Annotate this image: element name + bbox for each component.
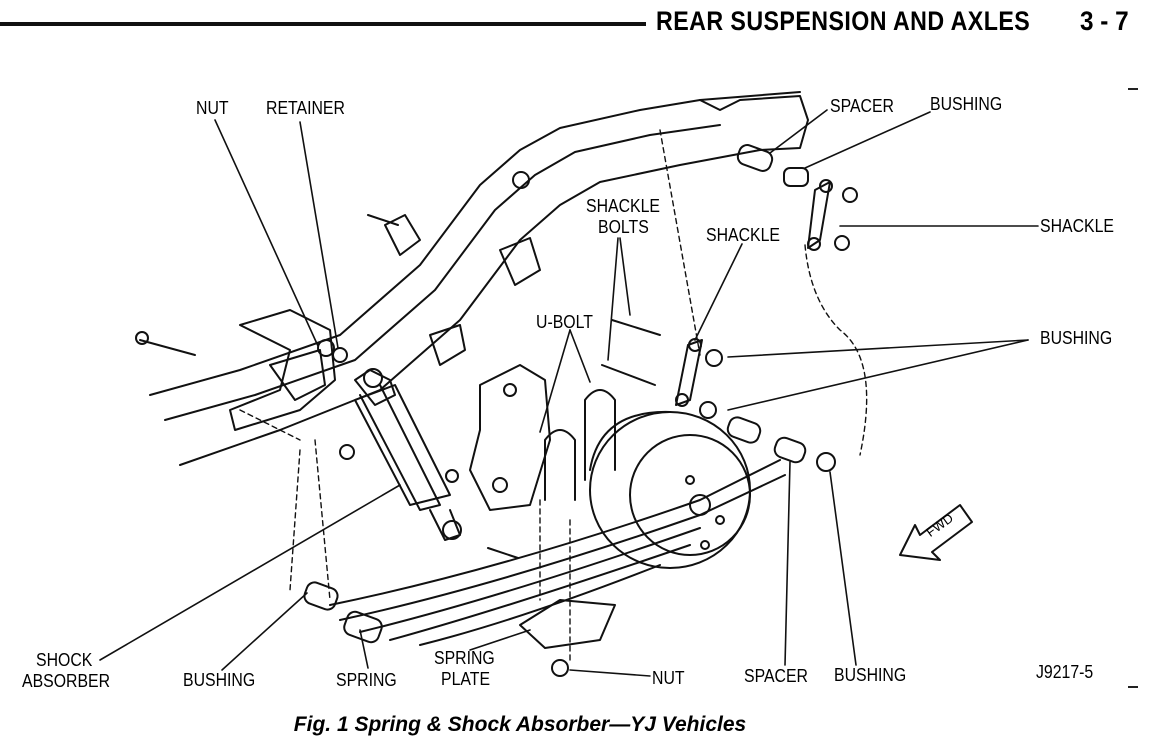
margin-mark <box>1128 88 1138 90</box>
shackle-mid <box>675 338 836 472</box>
spring-hanger <box>469 364 551 511</box>
label-shackle-bolts-line1: SHACKLE <box>586 196 660 216</box>
label-spacer-top: SPACER <box>830 96 894 116</box>
label-u-bolt: U-BOLT <box>536 312 593 332</box>
leader-lines <box>99 109 1039 677</box>
label-retainer: RETAINER <box>266 98 345 118</box>
label-bushing-top: BUSHING <box>930 94 1003 114</box>
label-nut-bottom: NUT <box>652 668 685 688</box>
shock-absorber-part <box>354 368 462 541</box>
label-spring: SPRING <box>336 670 397 690</box>
page-number: 3 - 7 <box>1080 6 1129 36</box>
label-shock-line1: SHOCK <box>36 650 93 670</box>
label-nut-top: NUT <box>196 98 229 118</box>
fwd-arrow <box>899 504 973 561</box>
label-spring-plate-line2: PLATE <box>441 669 491 689</box>
alignment-lines <box>239 129 868 661</box>
label-shackle-bolts-line2: BOLTS <box>598 217 649 237</box>
label-bushing-bottom: BUSHING <box>834 665 907 685</box>
spring-plate-part <box>519 599 616 677</box>
label-spring-plate-line1: SPRING <box>434 648 495 668</box>
leaf-spring <box>329 459 786 646</box>
label-bushing-left: BUSHING <box>183 670 256 690</box>
label-shock-line2: ABSORBER <box>22 671 111 691</box>
shackle-top <box>736 144 858 251</box>
margin-mark <box>1128 686 1138 688</box>
section-title: REAR SUSPENSION AND AXLES <box>656 6 1031 36</box>
label-spacer-bottom: SPACER <box>744 666 808 686</box>
frame-bracket <box>229 309 336 431</box>
label-shackle-right: SHACKLE <box>1040 216 1114 236</box>
figure-caption: Fig. 1 Spring & Shock Absorber—YJ Vehicl… <box>293 713 747 736</box>
label-shackle-mid: SHACKLE <box>706 225 780 245</box>
frame-clips <box>384 214 541 366</box>
bushings-left <box>303 581 383 644</box>
u-bolts <box>544 389 616 501</box>
bolts <box>135 214 661 559</box>
header-rule <box>0 22 646 26</box>
figure-code: J9217-5 <box>1036 662 1094 682</box>
label-bushing-right: BUSHING <box>1040 328 1113 348</box>
